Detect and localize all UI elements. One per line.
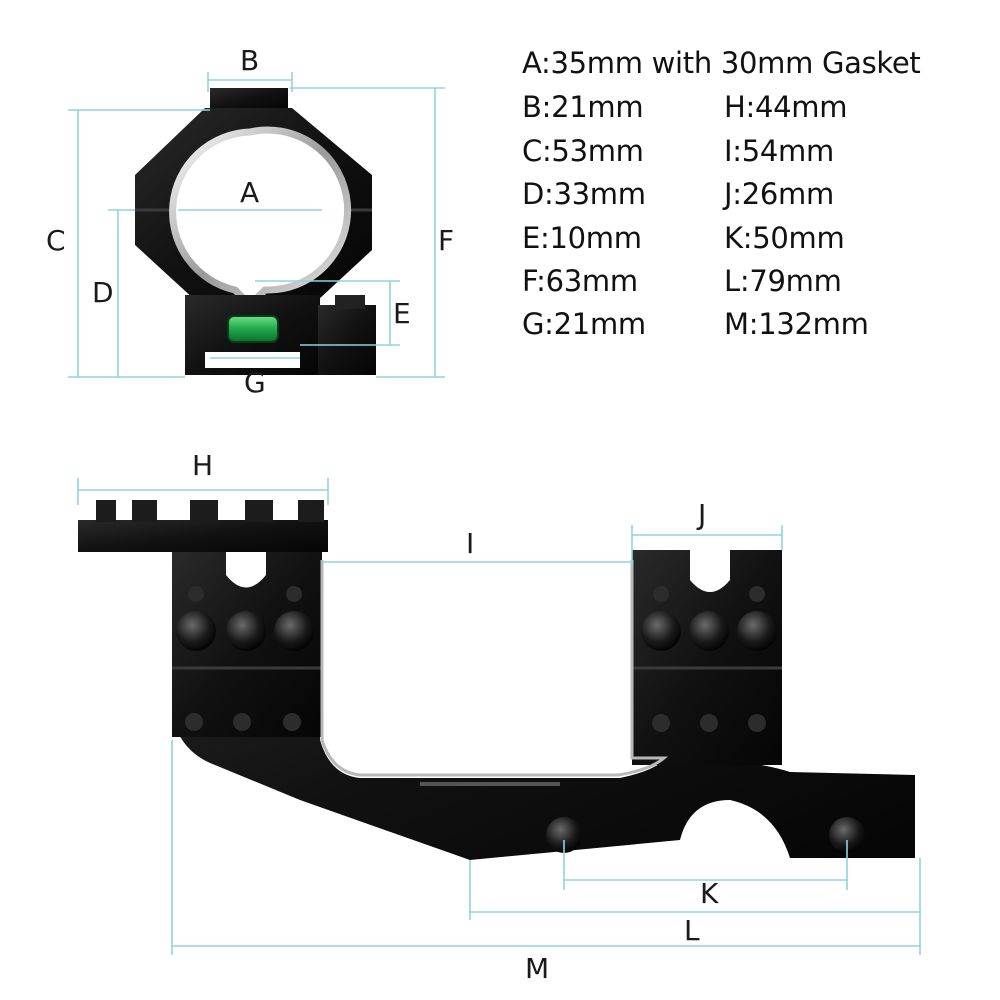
label-D: D xyxy=(92,276,114,309)
label-L: L xyxy=(684,914,700,947)
side-mount-body xyxy=(172,552,915,860)
spec-H: H:44mm xyxy=(724,90,848,124)
spec-F: F:63mm xyxy=(522,264,638,298)
spec-D: D:33mm xyxy=(522,177,646,211)
side-top-rail xyxy=(78,520,328,552)
front-clamp-knob xyxy=(318,305,376,375)
label-E: E xyxy=(393,297,411,330)
label-M: M xyxy=(525,952,549,985)
spec-B: B:21mm xyxy=(522,90,644,124)
spec-L: L:79mm xyxy=(724,264,842,298)
label-J: J xyxy=(696,498,706,531)
front-clamp-bolt xyxy=(335,295,365,309)
spec-C: C:53mm xyxy=(522,134,644,168)
label-C: C xyxy=(46,224,66,257)
spec-E: E:10mm xyxy=(522,221,642,255)
spec-J: J:26mm xyxy=(724,177,834,211)
front-ring-notch xyxy=(226,552,266,588)
label-B: B xyxy=(240,44,259,77)
rear-ring-notch xyxy=(690,550,730,592)
front-ring-screws xyxy=(176,586,314,731)
side-dimension-lines xyxy=(77,478,921,955)
front-dovetail-slot xyxy=(205,352,300,368)
side-view-mount xyxy=(78,500,915,860)
label-K: K xyxy=(700,877,719,910)
side-cross-bolts xyxy=(546,817,865,853)
front-dimension-lines xyxy=(68,72,445,378)
label-I: I xyxy=(466,527,474,560)
front-ring-bore xyxy=(169,126,352,310)
label-H: H xyxy=(192,449,213,482)
spec-A: A:35mm with 30mm Gasket xyxy=(522,46,921,80)
rear-ring-screws xyxy=(641,586,777,732)
label-F: F xyxy=(438,224,454,257)
label-G: G xyxy=(244,366,266,399)
arch-chrome-edge xyxy=(320,560,669,777)
spec-M: M:132mm xyxy=(724,307,869,341)
spec-I: I:54mm xyxy=(724,134,834,168)
spec-K: K:50mm xyxy=(724,221,845,255)
front-top-rail xyxy=(210,88,288,110)
label-A: A xyxy=(240,176,259,209)
bubble-level xyxy=(227,315,279,343)
front-view-ring xyxy=(135,88,376,375)
spec-G: G:21mm xyxy=(522,307,646,341)
